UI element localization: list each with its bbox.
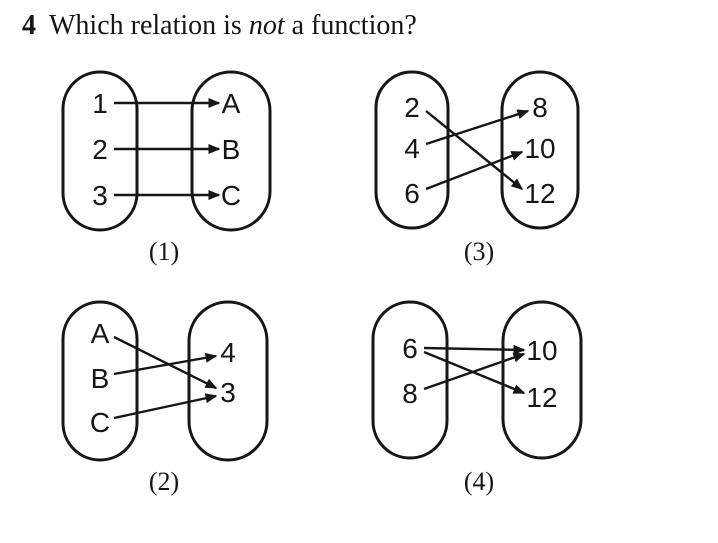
relation-diagram-3-canvas: 2 4 6 8 10 12 [374, 70, 580, 230]
right-set-oval [500, 70, 580, 230]
question-emphasis: not [248, 10, 285, 41]
right-set-oval [190, 70, 272, 232]
right-item-C: C [221, 180, 241, 211]
mapping-arrow-4-8 [425, 109, 530, 146]
right-item-10: 10 [526, 335, 557, 366]
left-item-8: 8 [402, 378, 418, 409]
right-item-10: 10 [524, 133, 555, 164]
left-item-3: 3 [92, 180, 108, 211]
left-item-1: 1 [92, 88, 108, 119]
right-set-oval [501, 300, 583, 460]
left-set-oval [374, 70, 450, 230]
diagram-1-caption: (1) [148, 237, 180, 266]
left-set-oval [61, 300, 139, 462]
left-item-6: 6 [402, 333, 418, 364]
relation-diagram-4: 6 8 10 12 (4) [355, 294, 615, 497]
relation-diagram-4-canvas: 6 8 10 12 [371, 300, 583, 460]
mapping-arrow-2-12 [425, 110, 524, 190]
right-item-8: 8 [532, 92, 548, 123]
mapping-arrow-B-4 [113, 352, 218, 376]
right-item-3: 3 [220, 377, 236, 408]
relation-diagram-2-canvas: ABC 4 3 [61, 300, 269, 462]
right-set-oval [187, 300, 269, 462]
left-item-4: 4 [404, 133, 420, 164]
left-item-6: 6 [404, 178, 420, 209]
relation-diagram-1-canvas: 1 2 3 ABC [61, 70, 272, 232]
left-item-C: C [90, 407, 110, 438]
question-number: 4 [22, 10, 36, 41]
question-title: 4 Which relation is not a function? [22, 10, 417, 42]
relation-diagram-3: 2 4 6 8 10 12 (3) [355, 64, 615, 267]
mapping-arrow-6-10 [423, 344, 526, 355]
right-item-B: B [222, 134, 241, 165]
diagram-2-caption: (2) [148, 467, 180, 496]
diagram-3-caption: (3) [463, 237, 495, 266]
question-text: Which relation is not a function? [49, 10, 417, 41]
right-item-12: 12 [524, 178, 555, 209]
mapping-arrow-A-3 [113, 335, 218, 390]
question-text-after: a function? [284, 10, 417, 41]
right-item-A: A [222, 88, 241, 119]
left-item-B: B [91, 363, 110, 394]
diagram-4-caption: (4) [463, 467, 495, 496]
question-text-before: Which relation is [49, 10, 249, 41]
left-item-2: 2 [404, 92, 420, 123]
left-set-oval [61, 70, 139, 232]
left-item-A: A [91, 318, 110, 349]
right-item-12: 12 [526, 382, 557, 413]
right-item-4: 4 [220, 337, 236, 368]
mapping-arrow-C-3 [113, 393, 218, 420]
left-item-2: 2 [92, 134, 108, 165]
mapping-arrow-6-10 [425, 150, 524, 191]
mapping-arrow-8-10 [423, 352, 526, 391]
